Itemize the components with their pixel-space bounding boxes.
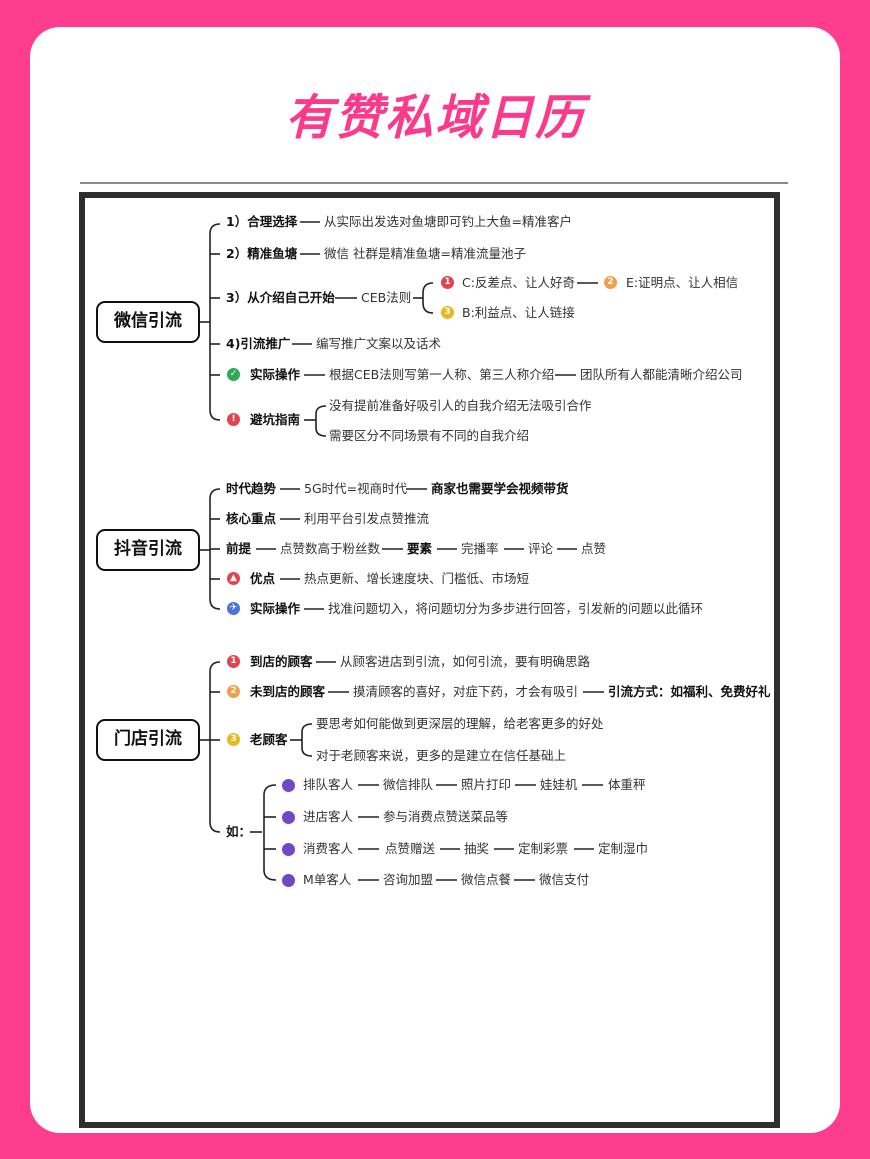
wechat-branch-6-sub-1: 没有提前准备好吸引人的自我介绍无法吸引合作 xyxy=(329,398,592,413)
store-branch-1-label: 到店的顾客 xyxy=(250,654,313,669)
douyin-branch-4-label: 优点 xyxy=(250,571,276,586)
row-1-label: 排队客人 xyxy=(303,777,354,792)
store-branch-3-sub-1: 要思考如何能做到更深层的理解，给老客更多的好处 xyxy=(316,716,604,731)
row-2-label: 进店客人 xyxy=(303,809,354,824)
wechat-branch-1-text: 从实际出发选对鱼塘即可钓上大鱼=精准客户 xyxy=(324,214,572,229)
number-two-icon: 2 xyxy=(604,276,617,289)
store-branch-2-label: 未到店的顾客 xyxy=(250,684,326,699)
page-title: 有赞私域日历 xyxy=(284,90,585,146)
douyin-branch-3-text-1: 点赞数高于粉丝数 xyxy=(280,541,381,556)
wechat-branch-3-label: 3）从介绍自己开始 xyxy=(226,290,335,305)
douyin-branch-3-text-3: 完播率 xyxy=(461,541,499,556)
row-1-item-2: 照片打印 xyxy=(461,777,512,792)
bullet-dot-icon xyxy=(282,874,295,887)
ceb-b-text: B:利益点、让人链接 xyxy=(462,305,575,320)
wechat-branch-6-label: 避坑指南 xyxy=(250,412,301,427)
row-3-item-3: 定制彩票 xyxy=(518,841,569,856)
row-1-item-4: 体重秤 xyxy=(608,777,646,792)
row-3-item-4: 定制湿巾 xyxy=(598,841,649,856)
wechat-branch-5-text-2: 团队所有人都能清晰介绍公司 xyxy=(580,367,743,382)
douyin-branch-3-text-4: 评论 xyxy=(528,541,554,556)
row-3-label: 消费客人 xyxy=(303,841,354,856)
mindmap-frame xyxy=(79,192,780,1128)
douyin-root-node: 抖音引流 xyxy=(96,529,200,571)
wechat-root-node: 微信引流 xyxy=(96,301,200,343)
number-three-icon: 3 xyxy=(227,733,240,746)
ceb-method-label: CEB法则 xyxy=(361,290,412,305)
store-branch-2-text-2: 引流方式：如福利、免费好礼 xyxy=(608,684,771,699)
check-icon: ✓ xyxy=(227,368,240,381)
douyin-branch-2-text: 利用平台引发点赞推流 xyxy=(304,511,430,526)
store-branch-3-label: 老顾客 xyxy=(250,732,288,747)
airplane-icon: ✈ xyxy=(227,602,240,615)
row-2-item-1: 参与消费点赞送菜品等 xyxy=(383,809,509,824)
wechat-branch-4-text: 编写推广文案以及话术 xyxy=(316,336,442,351)
number-one-icon: 1 xyxy=(441,276,454,289)
douyin-branch-2-label: 核心重点 xyxy=(226,511,277,526)
douyin-branch-4-text: 热点更新、增长速度块、门槛低、市场短 xyxy=(304,571,530,586)
number-one-icon: 1 xyxy=(227,655,240,668)
row-3-item-2: 抽奖 xyxy=(464,841,490,856)
douyin-branch-3-label: 前提 xyxy=(226,541,252,556)
bullet-dot-icon xyxy=(282,843,295,856)
wechat-branch-5-label: 实际操作 xyxy=(250,367,301,382)
row-4-item-3: 微信支付 xyxy=(539,872,590,887)
store-branch-3-sub-2: 对于老顾客来说，更多的是建立在信任基础上 xyxy=(316,748,567,763)
douyin-branch-1-label: 时代趋势 xyxy=(226,481,277,496)
number-three-icon: 3 xyxy=(441,306,454,319)
douyin-branch-5-label: 实际操作 xyxy=(250,601,301,616)
wechat-branch-5-text-1: 根据CEB法则写第一人称、第三人称介绍 xyxy=(329,367,555,382)
row-4-item-2: 微信点餐 xyxy=(461,872,512,887)
store-branch-2-text-1: 摸清顾客的喜好，对症下药，才会有吸引 xyxy=(353,684,579,699)
douyin-branch-3-text-5: 点赞 xyxy=(581,541,607,556)
wechat-branch-6-sub-2: 需要区分不同场景有不同的自我介绍 xyxy=(329,428,530,443)
bullet-dot-icon xyxy=(282,811,295,824)
number-two-icon: 2 xyxy=(227,685,240,698)
ceb-c-text: C:反差点、让人好奇 xyxy=(462,275,575,290)
bullet-dot-icon xyxy=(282,779,295,792)
wechat-branch-4-label: 4)引流推广 xyxy=(226,336,291,351)
douyin-branch-5-text: 找准问题切入，将问题切分为多步进行回答，引发新的问题以此循环 xyxy=(328,601,704,616)
wechat-branch-2-text: 微信 社群是精准鱼塘=精准流量池子 xyxy=(324,246,526,261)
douyin-branch-1-text-1: 5G时代=视商时代 xyxy=(304,481,408,496)
row-4-item-1: 咨询加盟 xyxy=(383,872,434,887)
title-divider xyxy=(80,182,788,184)
store-root-node: 门店引流 xyxy=(96,719,200,761)
row-4-label: M单客人 xyxy=(303,872,352,887)
thumbs-up-icon: ▲ xyxy=(227,572,240,585)
row-1-item-1: 微信排队 xyxy=(383,777,434,792)
ceb-e-text: E:证明点、让人相信 xyxy=(626,275,739,290)
wechat-branch-1-label: 1）合理选择 xyxy=(226,214,298,229)
wechat-branch-2-label: 2）精准鱼塘 xyxy=(226,246,298,261)
store-branch-1-text: 从顾客进店到引流，如何引流，要有明确思路 xyxy=(340,654,591,669)
douyin-branch-3-text-2: 要素 xyxy=(407,541,433,556)
row-1-item-3: 娃娃机 xyxy=(540,777,578,792)
douyin-branch-1-text-2: 商家也需要学会视频带货 xyxy=(431,481,569,496)
warning-icon: ! xyxy=(227,413,240,426)
store-branch-4-label: 如： xyxy=(226,824,252,839)
row-3-item-1: 点赞赠送 xyxy=(385,841,436,856)
